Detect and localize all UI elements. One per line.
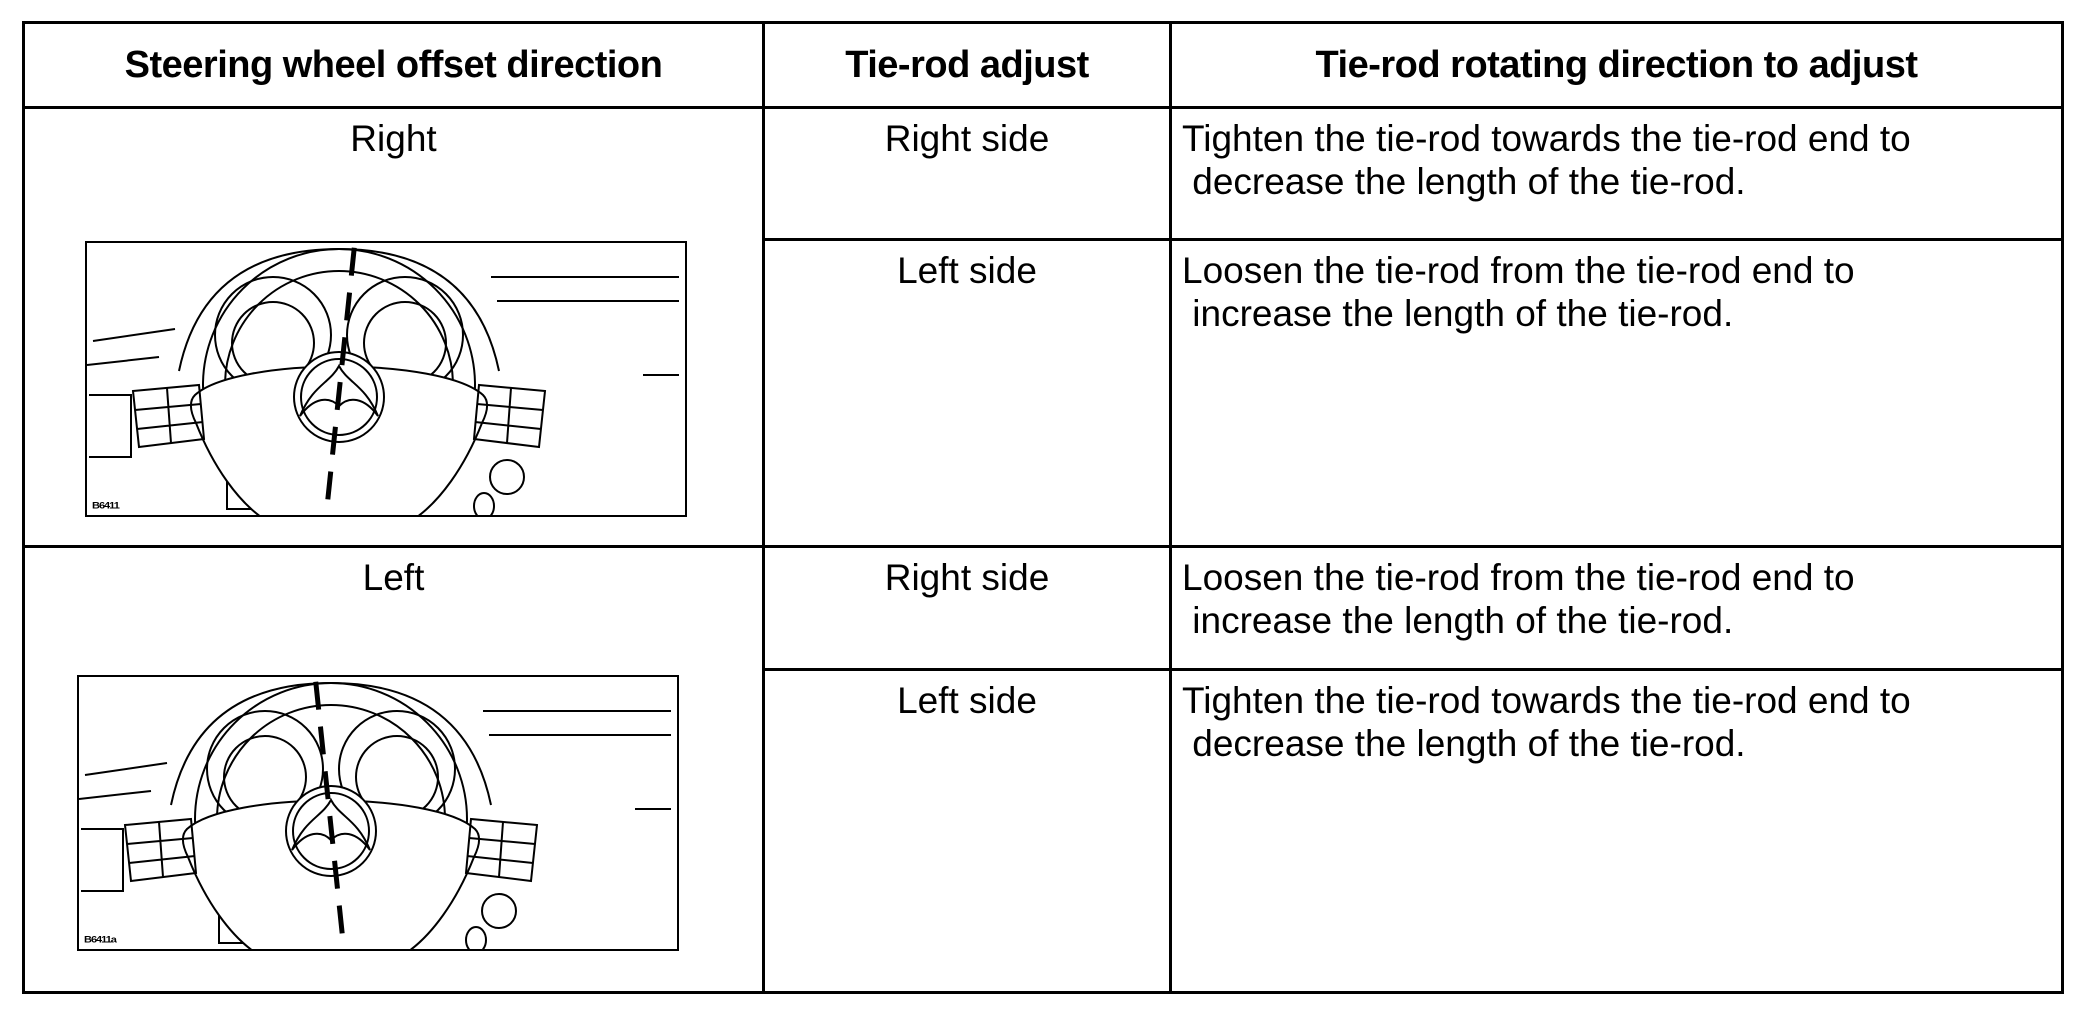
tie-rod-action-cell: Loosen the tie-rod from the tie-rod end …	[1169, 545, 2064, 671]
header-steering-wheel-offset-direction: Steering wheel offset direction	[22, 21, 765, 109]
tie-rod-action-cell: Tighten the tie-rod towards the tie-rod …	[1169, 106, 2064, 241]
table-row: Left B6411a Right side Loosen the tie-ro…	[22, 545, 2064, 994]
steering-wheel-figure-left: B6411a	[77, 675, 679, 951]
table-row: Left side Loosen the tie-rod from the ti…	[24, 238, 2064, 548]
header-tie-rod-rotating-direction: Tie-rod rotating direction to adjust	[1169, 21, 2064, 109]
cell-offset-left: Left B6411a	[22, 545, 765, 994]
steering-wheel-drawing	[87, 247, 680, 515]
header-tie-rod-adjust: Tie-rod adjust	[762, 21, 1172, 109]
steering-wheel-figure-right: B6411	[85, 241, 687, 517]
table-row: Right B6411 Right side Tighten the tie-r…	[22, 106, 2064, 548]
tie-rod-side-cell: Right side	[762, 106, 1172, 241]
tie-rod-action-cell: Loosen the tie-rod from the tie-rod end …	[1169, 238, 2064, 548]
tie-rod-action-cell: Tighten the tie-rod towards the tie-rod …	[1169, 668, 2064, 994]
figure-code: B6411	[92, 500, 120, 512]
offset-direction-label: Left	[362, 557, 425, 598]
header-row: Steering wheel offset direction Tie-rod …	[22, 21, 2064, 109]
tie-rod-side-cell: Left side	[762, 668, 1172, 994]
tie-rod-side-cell: Right side	[762, 545, 1172, 671]
tie-rod-side-cell: Left side	[762, 238, 1172, 548]
cell-offset-right: Right B6411	[22, 106, 765, 548]
offset-direction-label: Right	[350, 118, 437, 159]
tie-rod-adjust-table: Steering wheel offset direction Tie-rod …	[22, 21, 2064, 994]
figure-code: B6411a	[84, 934, 117, 946]
steering-wheel-drawing	[79, 681, 672, 949]
table-row: Left side Tighten the tie-rod towards th…	[24, 668, 2064, 994]
